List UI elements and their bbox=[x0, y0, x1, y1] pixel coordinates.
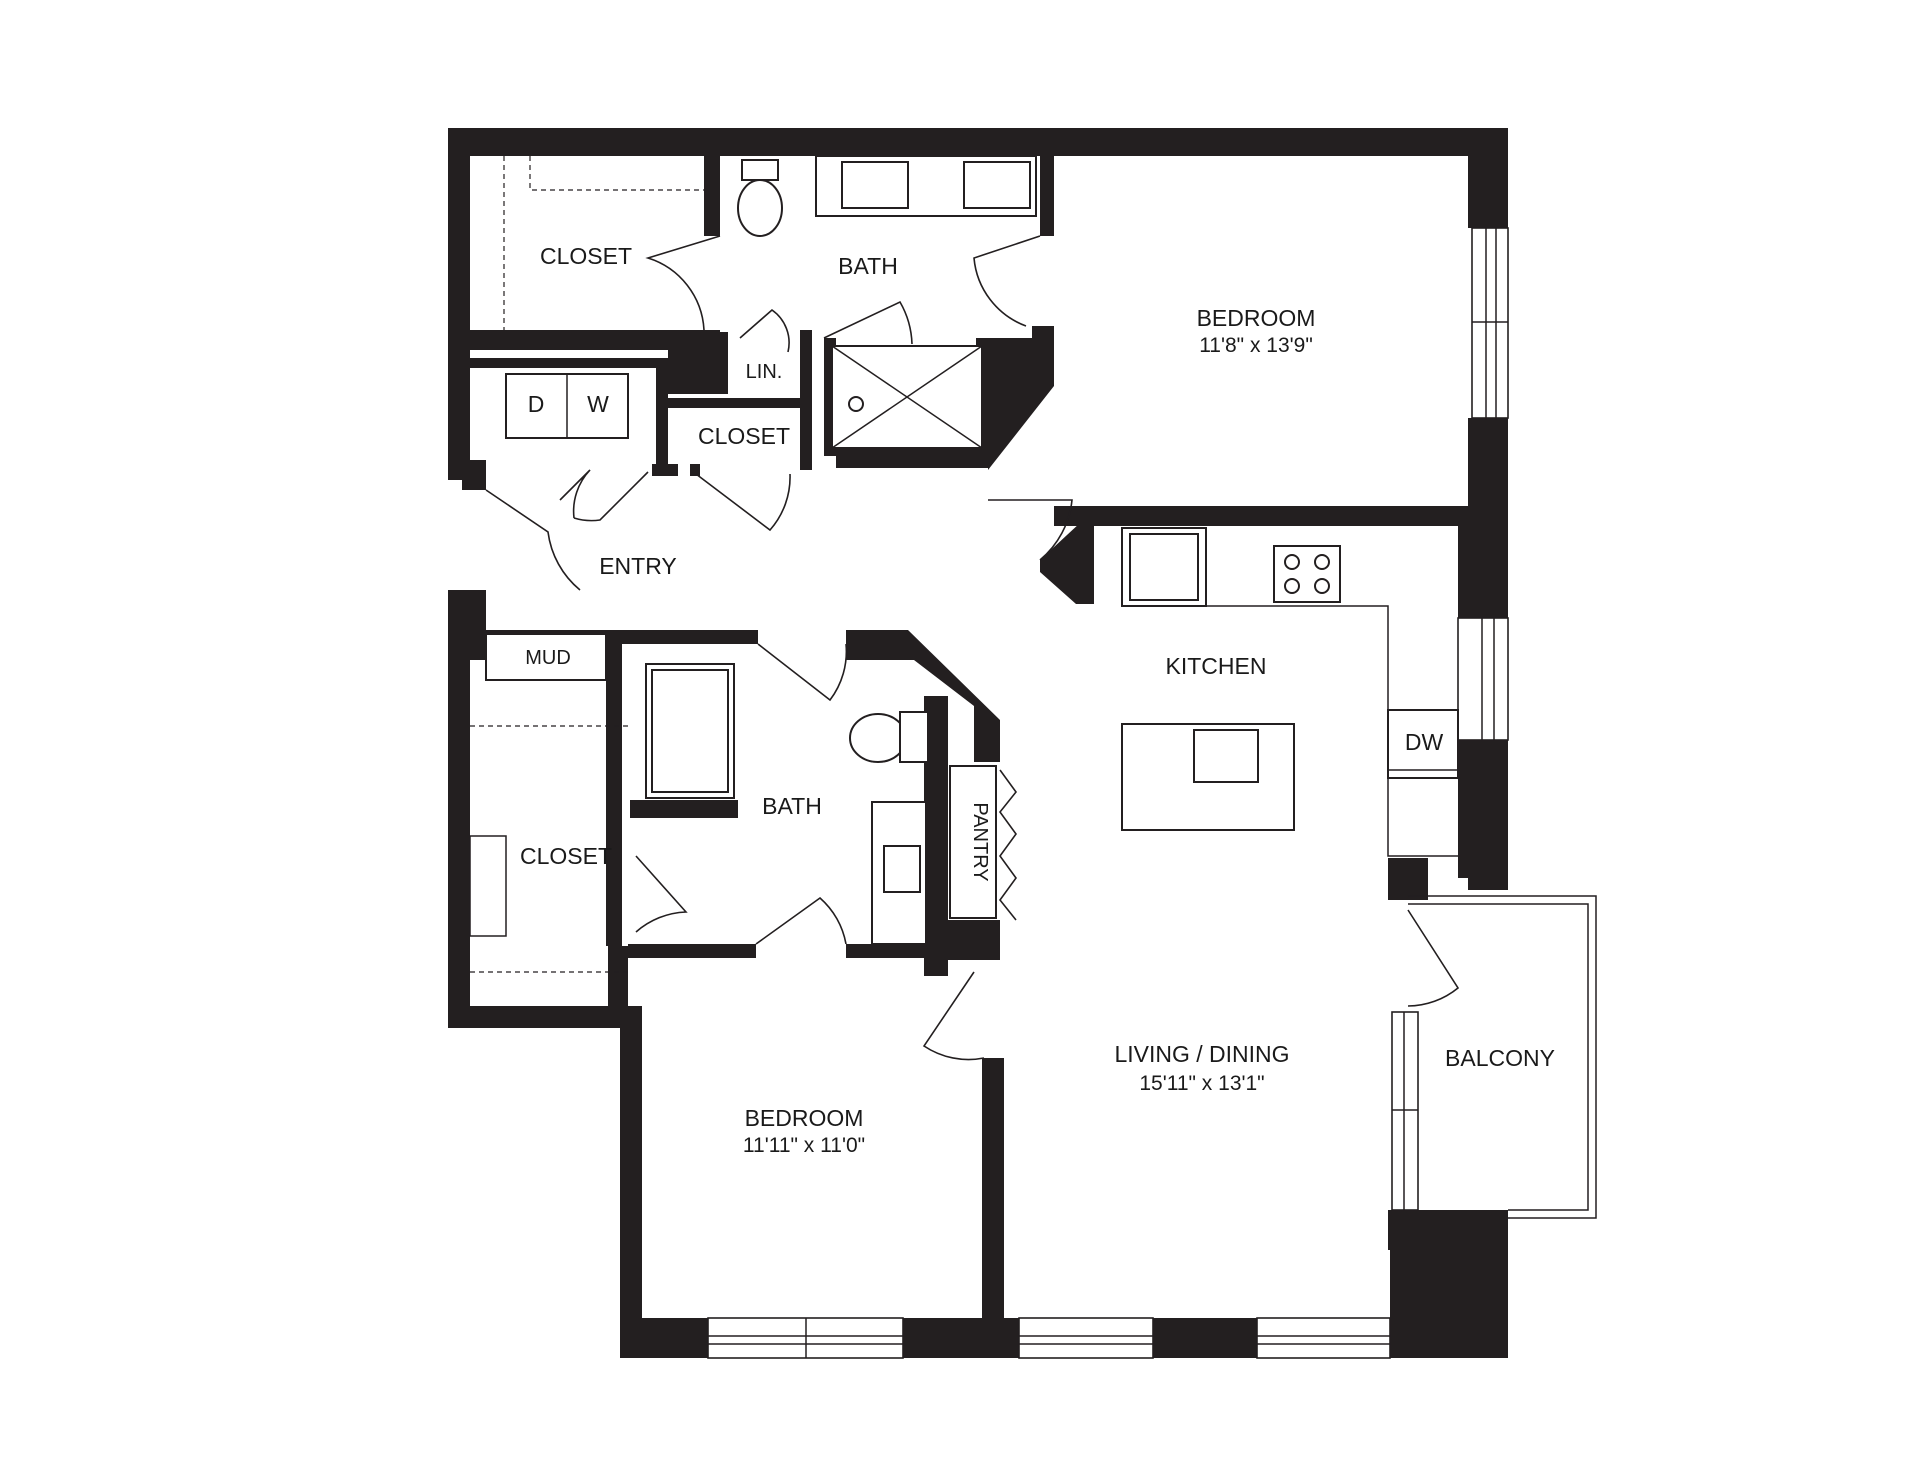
closet-master-label: CLOSET bbox=[540, 243, 632, 269]
kitchen-label: KITCHEN bbox=[1166, 653, 1267, 679]
bedroom-second-dims: 11'11" x 11'0" bbox=[743, 1134, 865, 1157]
bath-master-label: BATH bbox=[838, 253, 898, 279]
entry-label: ENTRY bbox=[599, 553, 677, 579]
bath-second-label: BATH bbox=[762, 793, 822, 819]
room-labels: CLOSET BATH BEDROOM 11'8" x 13'9" LIN. C… bbox=[520, 243, 1555, 1157]
linen-closet-label: LIN. bbox=[746, 361, 783, 383]
door-swings bbox=[485, 235, 1460, 1061]
pantry-label: PANTRY bbox=[969, 802, 991, 881]
closet-second-label: CLOSET bbox=[520, 843, 612, 869]
balcony-railing bbox=[1408, 895, 1597, 1219]
mud-label: MUD bbox=[525, 647, 571, 669]
windows bbox=[707, 227, 1509, 1359]
dryer-label: D bbox=[528, 391, 545, 417]
dishwasher-label: DW bbox=[1405, 729, 1444, 755]
fixtures bbox=[485, 155, 1459, 945]
washer-label: W bbox=[587, 391, 609, 417]
hall-closet-label: CLOSET bbox=[698, 423, 790, 449]
bedroom-master-label: BEDROOM bbox=[1197, 305, 1316, 331]
bedroom-second-label: BEDROOM bbox=[745, 1105, 864, 1131]
balcony-label: BALCONY bbox=[1445, 1045, 1555, 1071]
living-dining-dims: 15'11" x 13'1" bbox=[1139, 1072, 1264, 1095]
bedroom-master-dims: 11'8" x 13'9" bbox=[1199, 334, 1313, 357]
living-dining-label: LIVING / DINING bbox=[1114, 1041, 1289, 1067]
